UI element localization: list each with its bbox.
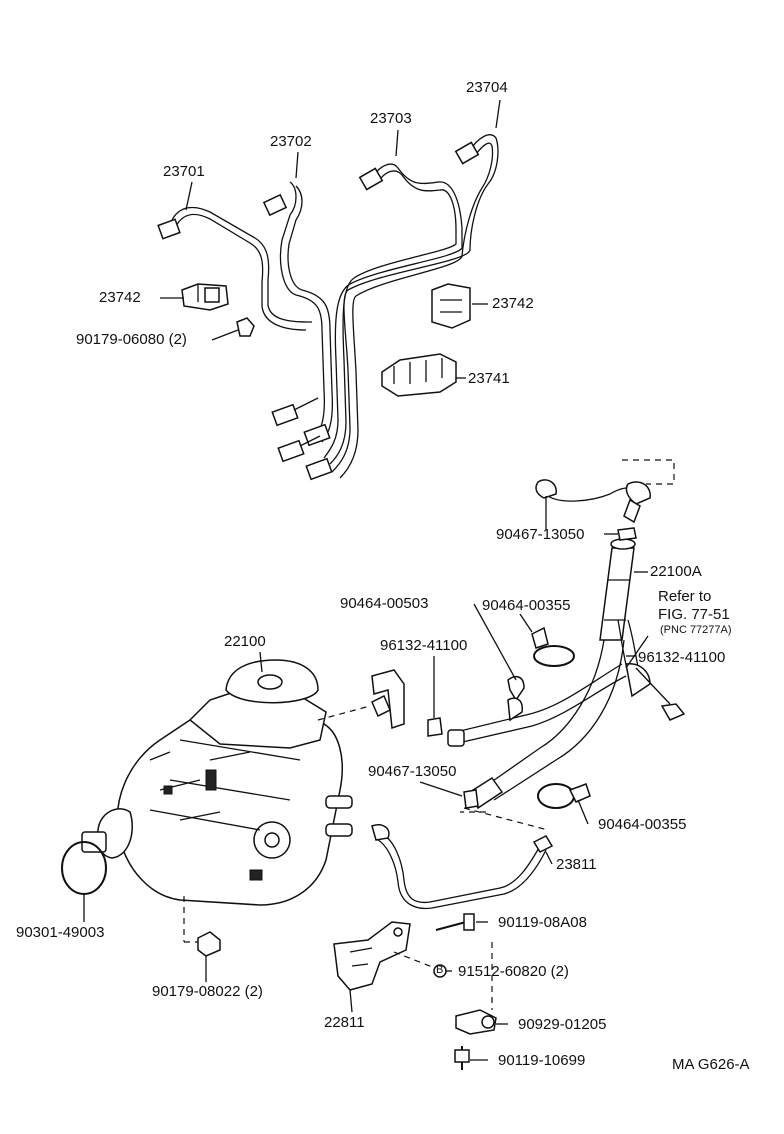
- clip-96132-41100-right: [660, 703, 686, 721]
- label-90301-49003: 90301-49003: [16, 924, 105, 941]
- label-23701: 23701: [163, 163, 205, 180]
- label-90929-01205: 90929-01205: [518, 1016, 607, 1033]
- bracket-22811: [333, 921, 411, 991]
- hose-clamp-90464-00355-top: [531, 626, 575, 667]
- clamp-90929-01205: [455, 1009, 497, 1035]
- clamp-23742-right: [431, 283, 471, 329]
- label-90119-08A08: 90119-08A08: [498, 914, 587, 931]
- clamp-23742-left: [181, 283, 229, 311]
- nut-90179-08022: [197, 931, 221, 957]
- label-90467-13050-mid: 90467-13050: [368, 763, 457, 780]
- label-96132-41100-left: 96132-41100: [380, 637, 468, 654]
- label-90179-06080: 90179-06080 (2): [76, 331, 187, 348]
- leader-lines: [83, 99, 671, 1061]
- label-23702: 23702: [270, 133, 312, 150]
- fuel-hose-22100A: [447, 538, 651, 810]
- label-fig-ref: FIG. 77-51: [658, 606, 730, 623]
- label-22100: 22100: [224, 633, 266, 650]
- label-22811: 22811: [324, 1014, 365, 1031]
- clip-90467-13050-mid: [463, 789, 479, 809]
- injection-pipe-23701: [157, 206, 312, 331]
- injection-pipe-23703: [323, 163, 463, 465]
- label-23704: 23704: [466, 79, 508, 96]
- hose-clamp-90464-00503: [507, 675, 525, 722]
- label-pnc-ref: (PNC 77277A): [660, 624, 732, 636]
- label-91512-60820: 91512-60820 (2): [458, 963, 569, 980]
- pipe-end-nuts: [271, 397, 333, 481]
- bolt-90119-08A08: [435, 913, 475, 931]
- marker-b-letter: B: [436, 964, 444, 976]
- hose-bracket-top: [535, 459, 675, 524]
- clip-90467-13050-top: [617, 527, 637, 541]
- nut-90179-06080: [236, 317, 255, 337]
- label-23703: 23703: [370, 110, 412, 127]
- clamp-23741: [381, 353, 457, 397]
- injection-pipe-23702: [262, 181, 334, 443]
- label-23742-right: 23742: [492, 295, 534, 312]
- label-90464-00355-bottom: 90464-00355: [598, 816, 687, 833]
- label-96132-41100-right: 96132-41100: [638, 649, 726, 666]
- label-90119-10699: 90119-10699: [498, 1052, 586, 1069]
- label-refer-to: Refer to: [658, 588, 712, 605]
- label-90464-00355-top: 90464-00355: [482, 597, 571, 614]
- injection-pump-22100: [81, 659, 353, 906]
- label-22100A: 22100A: [650, 563, 702, 580]
- injection-pipe-23704: [331, 134, 499, 479]
- hose-clamp-90464-00355-bottom: [537, 783, 591, 809]
- fuel-return-pipe-23811: [371, 824, 554, 910]
- label-23742-left: 23742: [99, 289, 141, 306]
- clip-96132-41100-left: [427, 717, 443, 737]
- label-90464-00503: 90464-00503: [340, 595, 429, 612]
- label-90179-08022: 90179-08022 (2): [152, 983, 263, 1000]
- label-23741: 23741: [468, 370, 510, 387]
- figure-code: MA G626-A: [672, 1056, 750, 1073]
- label-90467-13050-top: 90467-13050: [496, 526, 585, 543]
- bolt-90119-10699: [454, 1046, 470, 1070]
- fuel-elbow-fitting: [371, 669, 405, 730]
- label-23811: 23811: [556, 856, 597, 873]
